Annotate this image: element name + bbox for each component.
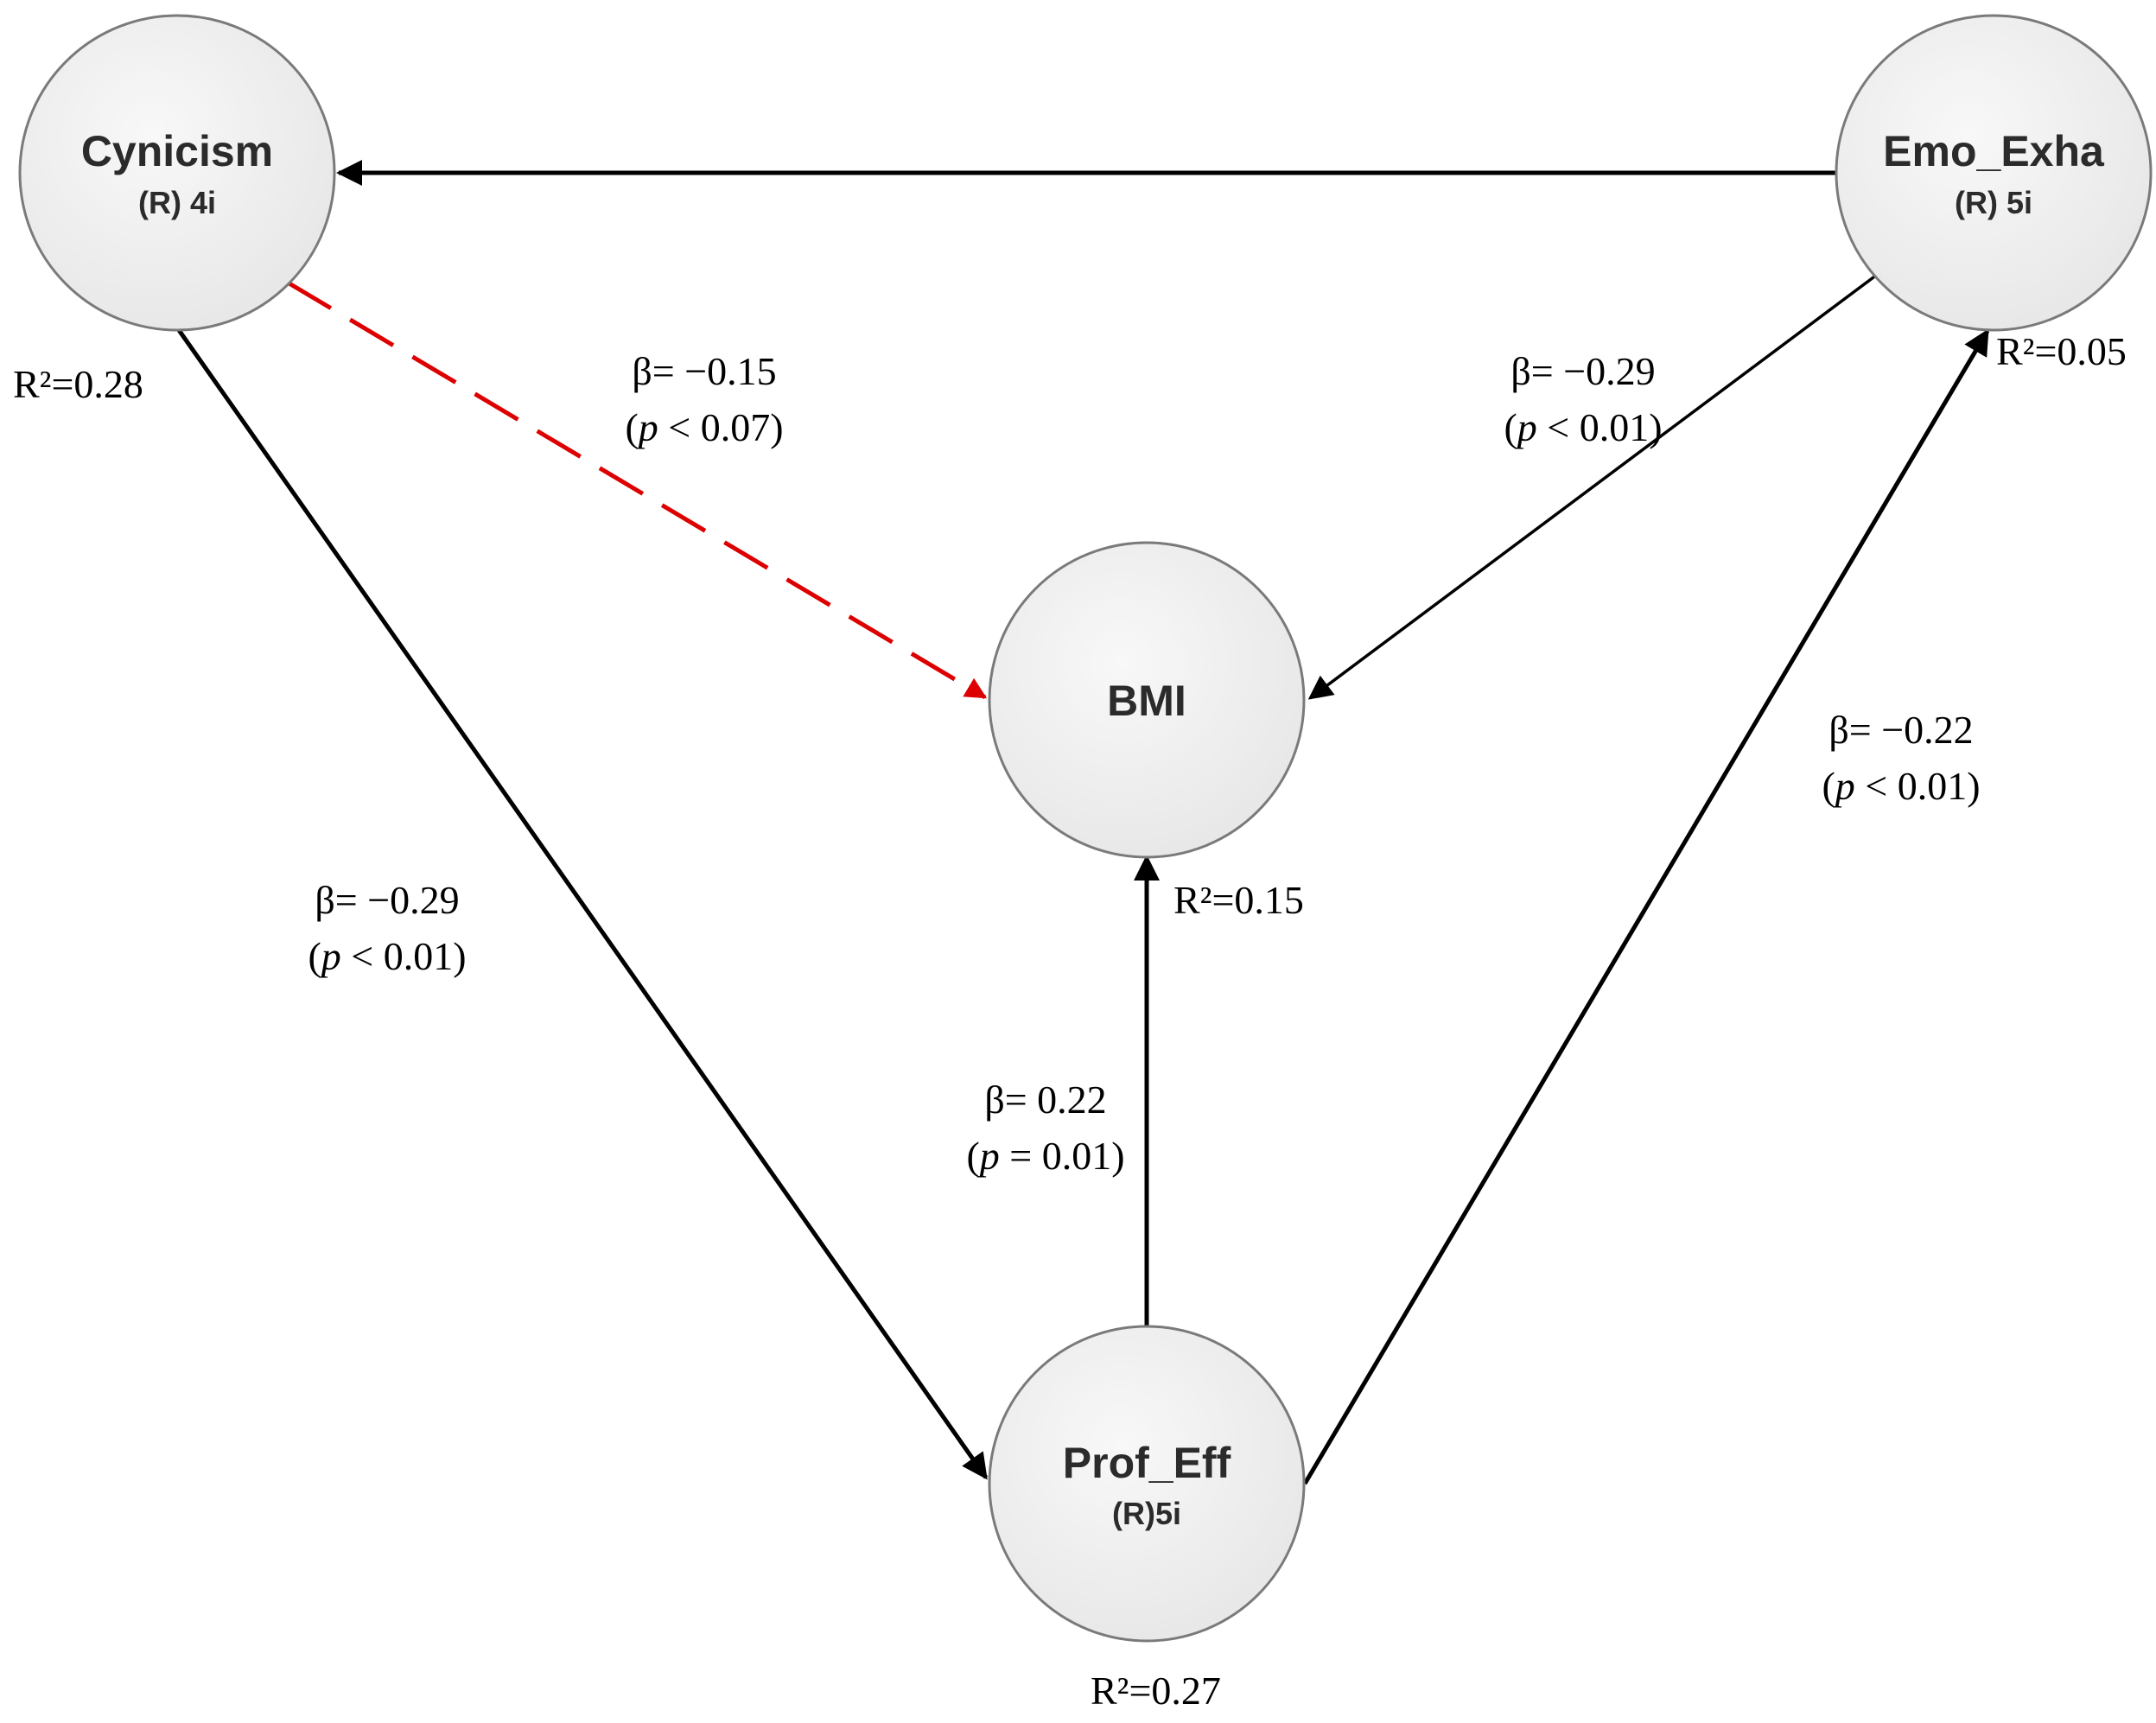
edge-emo-exha-to-bmi xyxy=(1307,270,1882,700)
node-cynicism[interactable]: Cynicism (R) 4i xyxy=(18,14,336,332)
beta-prof-eff-emo-exha: β= −0.22 xyxy=(1828,708,1973,752)
pvalue-emo-exha-bmi: (p < 0.01) xyxy=(1504,405,1662,449)
label-cynicism-prof-eff: β= −0.29 (p < 0.01) xyxy=(308,878,466,978)
pvalue-cynicism-prof-eff: (p < 0.01) xyxy=(308,934,466,978)
edge-cynicism-to-prof-eff xyxy=(176,328,989,1480)
edge-cynicism-to-bmi-dashed xyxy=(286,280,988,700)
node-cynicism-subtitle: (R) 4i xyxy=(138,185,216,220)
node-prof-eff[interactable]: Prof_Eff (R)5i xyxy=(988,1325,1306,1643)
node-emo-exha-subtitle: (R) 5i xyxy=(1955,185,2032,220)
beta-cynicism-bmi: β= −0.15 xyxy=(632,349,776,393)
label-prof-eff-emo-exha: β= −0.22 (p < 0.01) xyxy=(1822,708,1980,808)
node-prof-eff-subtitle: (R)5i xyxy=(1112,1496,1181,1531)
r2-cynicism: R²=0.28 xyxy=(13,362,143,406)
label-cynicism-bmi: β= −0.15 (p < 0.07) xyxy=(625,349,783,449)
r2-prof-eff: R²=0.27 xyxy=(1091,1669,1221,1713)
node-bmi[interactable]: BMI xyxy=(988,541,1306,859)
beta-emo-exha-bmi: β= −0.29 xyxy=(1510,349,1655,393)
edge-prof-eff-to-emo-exha xyxy=(1302,328,1990,1485)
r2-bmi: R²=0.15 xyxy=(1173,878,1304,922)
pvalue-prof-eff-bmi: (p = 0.01) xyxy=(966,1134,1124,1178)
label-emo-exha-bmi: β= −0.29 (p < 0.01) xyxy=(1504,349,1662,449)
node-emo-exha[interactable]: Emo_Exha (R) 5i xyxy=(1835,14,2153,332)
beta-cynicism-prof-eff: β= −0.29 xyxy=(315,878,459,922)
node-prof-eff-title: Prof_Eff xyxy=(1063,1439,1231,1487)
node-emo-exha-title: Emo_Exha xyxy=(1883,127,2105,175)
label-prof-eff-bmi: β= 0.22 (p = 0.01) xyxy=(966,1078,1124,1178)
node-cynicism-title: Cynicism xyxy=(81,127,273,175)
pvalue-cynicism-bmi: (p < 0.07) xyxy=(625,405,783,449)
pvalue-prof-eff-emo-exha: (p < 0.01) xyxy=(1822,764,1980,808)
r2-emo-exha: R²=0.05 xyxy=(1996,329,2127,373)
node-bmi-title: BMI xyxy=(1107,677,1186,725)
beta-prof-eff-bmi: β= 0.22 xyxy=(984,1078,1106,1122)
